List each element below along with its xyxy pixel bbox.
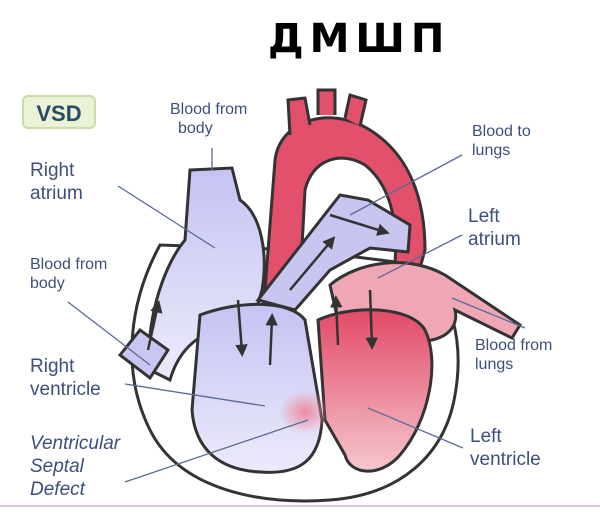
label-line: atrium — [30, 182, 83, 204]
label-line: Septal — [30, 455, 84, 477]
label-line: Blood from — [30, 256, 108, 273]
leader-left-atrium — [377, 234, 463, 279]
arrow-aorta-branch — [329, 213, 390, 236]
label-line: Left — [470, 426, 502, 447]
label-line: Left — [468, 206, 500, 227]
label-line: ventricle — [30, 378, 101, 400]
leader-blood-from-lungs — [451, 297, 526, 329]
arrow-right-atrium-down — [235, 299, 248, 357]
label-left-atrium: Left atrium — [468, 206, 521, 252]
leader-blood-to-lungs — [349, 154, 463, 216]
arrow-lv-up — [330, 295, 343, 346]
label-line: Blood from — [170, 101, 248, 118]
label-line: Blood to — [472, 123, 531, 140]
leader-left-ventricle — [367, 407, 464, 449]
leader-blood-from-body-left — [67, 301, 151, 366]
label-line: lungs — [472, 142, 511, 160]
label-line: Right — [30, 160, 75, 181]
arrow-ivc-up — [146, 300, 163, 351]
label-left-ventricle: Left ventricle — [470, 426, 541, 472]
label-right-atrium: Right atrium — [30, 160, 83, 206]
label-right-ventricle: Right ventricle — [30, 356, 101, 402]
bottom-divider — [0, 505, 600, 507]
label-line: body — [178, 120, 213, 138]
leader-right-atrium — [117, 185, 216, 249]
inferior-vena-cava — [117, 327, 171, 381]
arrow-rv-up — [265, 313, 278, 366]
label-blood-from-lungs: Blood from lungs — [475, 336, 552, 374]
label-line: Ventricular — [30, 433, 121, 454]
label-line: Blood from — [475, 337, 553, 354]
septal-defect — [279, 390, 331, 434]
leader-vsd — [124, 419, 309, 483]
arrow-pa-up — [289, 236, 336, 291]
label-line: ventricle — [470, 448, 541, 470]
label-line: Right — [30, 356, 75, 377]
aorta — [263, 116, 427, 292]
label-line: body — [30, 275, 65, 293]
label-line: lungs — [475, 356, 514, 374]
label-line: Defect — [30, 478, 85, 500]
leader-right-ventricle — [124, 383, 266, 407]
vsd-badge: VSD — [22, 95, 96, 129]
label-blood-to-lungs: Blood to lungs — [472, 122, 531, 160]
aorta-branches — [286, 88, 368, 136]
arrow-lv-down — [365, 289, 378, 350]
page-title: ДМШП — [268, 16, 451, 62]
label-blood-from-body-left: Blood from body — [30, 255, 107, 293]
right-ventricle-shape — [190, 302, 324, 474]
leader-lines — [67, 148, 526, 483]
label-line: atrium — [468, 228, 521, 250]
left-ventricle-shape — [316, 308, 434, 473]
label-ventricular-septal-defect: Ventricular Septal Defect — [30, 433, 120, 501]
label-blood-from-body-top: Blood from body — [170, 100, 247, 138]
